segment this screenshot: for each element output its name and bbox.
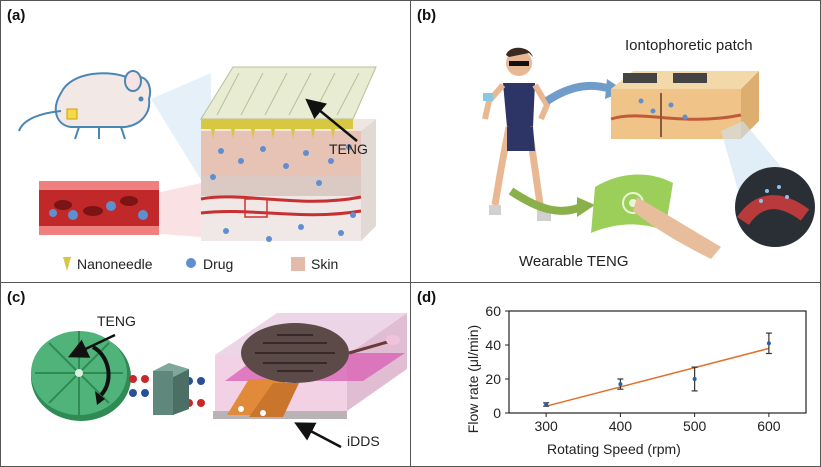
panel-c-label: (c)	[7, 289, 26, 306]
fit-line	[545, 347, 770, 407]
drug-icon	[186, 258, 196, 268]
x-axis-label: Rotating Speed (rpm)	[547, 441, 681, 457]
teng-patch	[200, 66, 377, 139]
teng-disk-icon	[31, 331, 131, 421]
panel-a-illustration	[18, 66, 377, 271]
data-point	[544, 402, 549, 407]
panel-b-illustration	[482, 47, 815, 259]
legend-nanoneedle: Nanoneedle	[77, 256, 153, 272]
rectifier-box-icon	[153, 363, 189, 415]
iontophoretic-patch-icon	[610, 71, 759, 139]
legend-drug: Drug	[203, 256, 234, 272]
panel-a-label: (a)	[7, 7, 26, 24]
data-point	[692, 377, 697, 381]
skin-block	[200, 119, 376, 242]
data-point	[766, 341, 771, 346]
magnified-vessel-icon	[735, 167, 815, 247]
idds-label: iDDS	[347, 433, 380, 449]
y-axis-label: Flow rate (μl/min)	[465, 324, 481, 434]
y-tick-label: 20	[485, 371, 501, 387]
panel-a: (a) TENG Nanoneedle Drug Skin	[0, 0, 411, 283]
panel-b-label: (b)	[417, 7, 437, 24]
data-point	[618, 382, 623, 387]
wearable-teng-icon	[591, 174, 721, 259]
teng-label-a: TENG	[329, 141, 368, 157]
x-tick-label: 400	[609, 418, 633, 434]
teng-label-c: TENG	[97, 313, 136, 329]
panel-c-illustration	[31, 313, 407, 449]
iontophoretic-patch-label: Iontophoretic patch	[625, 37, 753, 54]
flow-rate-chart: 300 400 500 600 0 20 40 60	[485, 303, 807, 434]
panel-d-label: (d)	[417, 289, 437, 306]
blood-vessel-icon	[39, 181, 159, 235]
plot-frame	[508, 310, 807, 414]
idds-device-icon	[213, 313, 407, 419]
skin-icon	[291, 257, 305, 271]
x-tick-label: 300	[534, 418, 558, 434]
panel-d: 300 400 500 600 0 20 40 60 (d) Rotating Speed (…	[410, 282, 821, 467]
y-tick-label: 40	[485, 337, 501, 353]
x-tick-label: 600	[757, 418, 781, 434]
runner-icon	[482, 47, 551, 221]
y-tick-label: 0	[493, 405, 501, 421]
nanoneedle-icon	[63, 257, 71, 271]
panel-b: (b) Iontophoretic patch Wearable TENG	[410, 0, 821, 283]
x-tick-label: 500	[683, 418, 707, 434]
legend-skin: Skin	[311, 256, 339, 272]
wearable-teng-label: Wearable TENG	[519, 253, 629, 270]
mouse-icon	[18, 70, 151, 140]
y-tick-label: 60	[485, 303, 501, 319]
panel-c: (c) TENG iDDS	[0, 282, 411, 467]
